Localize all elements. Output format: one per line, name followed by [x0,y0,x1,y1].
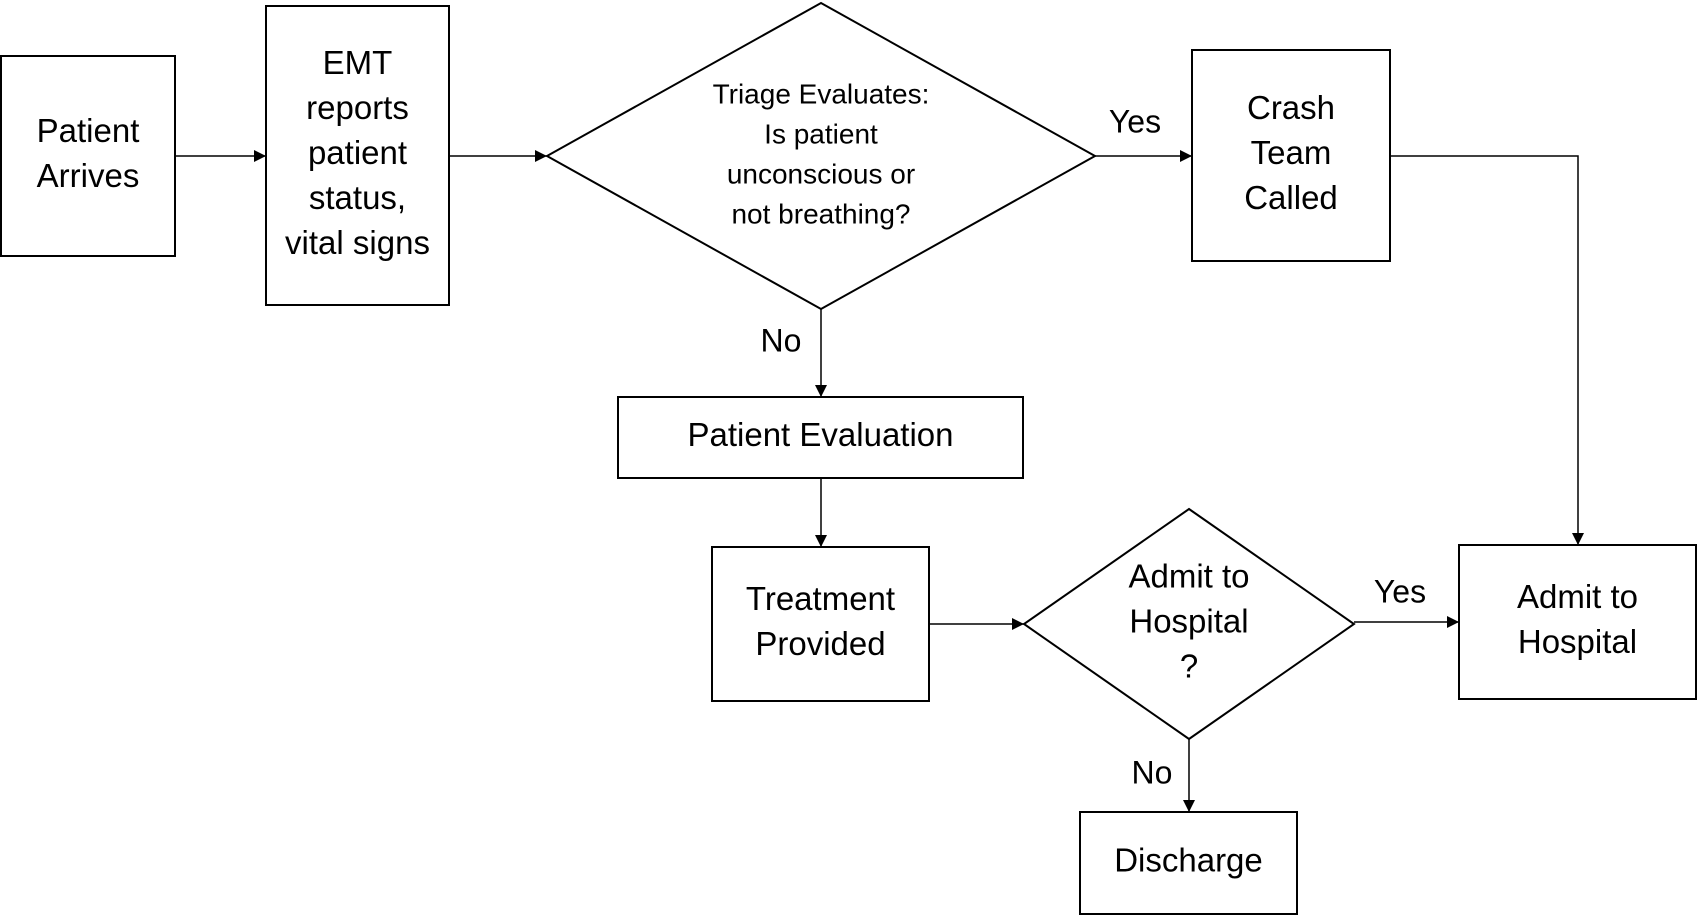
node-label-emt-reports-line-5: vital signs [285,224,430,261]
node-label-crash-team-line-1: Crash [1247,89,1335,126]
node-label-patient-evaluation-line-1: Patient Evaluation [687,416,953,453]
process-box-admit-to-hospital [1458,544,1697,700]
edge-label-yes-admit-decision: Yes [1374,573,1426,609]
node-label-triage-line-2: Is patient [764,118,878,149]
node-label-emt-reports-line-4: status, [309,179,406,216]
arrow-crash-team-to-admit-to-hospital [1390,155,1584,545]
node-label-admit-decision-line-1: Admit to [1128,558,1249,595]
node-label-emt-reports-line-2: reports [306,89,409,126]
process-box-emt-reports [265,5,450,306]
node-label-emt-reports-line-1: EMT [323,44,393,81]
node-label-emt-reports-line-3: patient [308,134,407,171]
node-label-admit-decision-line-2: Hospital [1129,603,1248,640]
edge-label-no-triage: No [761,322,802,358]
process-box-discharge [1079,811,1298,915]
process-box-patient-evaluation [617,396,1024,479]
node-label-treatment-provided-line-2: Provided [755,625,885,662]
node-label-patient-arrives-line-1: Patient [37,112,140,149]
process-box-patient-arrives [0,55,176,257]
decision-admit-decision [1022,507,1356,741]
node-label-admit-to-hospital-line-1: Admit to [1517,578,1638,615]
process-box-treatment-provided [711,546,930,702]
node-label-triage-line-4: not breathing? [731,198,910,229]
node-label-crash-team-line-2: Team [1251,134,1332,171]
edge-label-no-admit-decision: No [1132,754,1173,790]
decision-triage [544,1,1098,311]
node-label-treatment-provided-line-1: Treatment [746,580,895,617]
node-label-triage-line-3: unconscious or [727,158,915,189]
process-box-crash-team [1191,49,1391,262]
node-label-admit-to-hospital-line-2: Hospital [1518,623,1637,660]
node-label-discharge-line-1: Discharge [1114,842,1263,879]
node-label-patient-arrives-line-2: Arrives [37,157,140,194]
node-label-triage-line-1: Triage Evaluates: [713,78,930,109]
node-label-crash-team-line-3: Called [1244,179,1338,216]
edge-label-yes-triage: Yes [1109,103,1161,139]
node-label-admit-decision-line-3: ? [1180,648,1198,685]
